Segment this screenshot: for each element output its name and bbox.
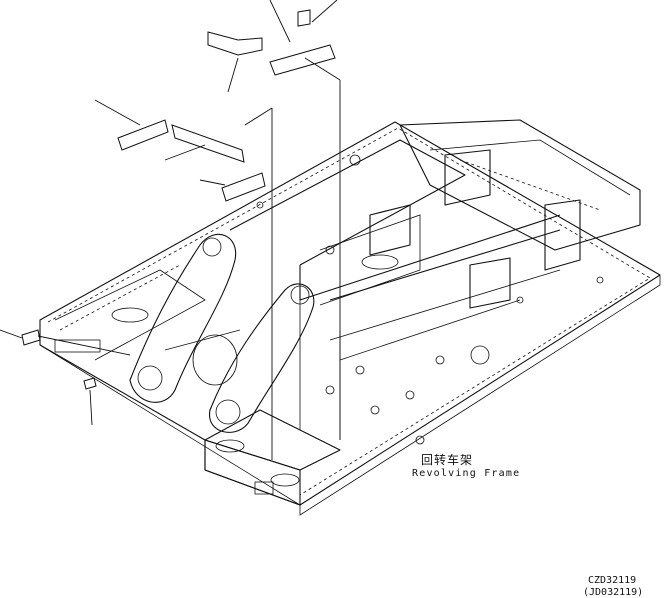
frame-rear-end [204, 409, 341, 506]
frame-holes [256, 154, 604, 445]
frame-right-rail [399, 119, 641, 309]
part-name-cn: 回转车架 [421, 453, 474, 467]
frame-left-deck [54, 264, 206, 361]
boom-foot-brackets [129, 233, 315, 433]
part-name-en: Revolving Frame [412, 468, 521, 479]
loose-pads [21, 9, 336, 390]
drawing-code-secondary: (JD032119) [583, 587, 644, 598]
leader-lines [0, 0, 341, 460]
drawing-code-primary: CZD32119 [588, 575, 637, 586]
frame-deck [39, 121, 661, 516]
